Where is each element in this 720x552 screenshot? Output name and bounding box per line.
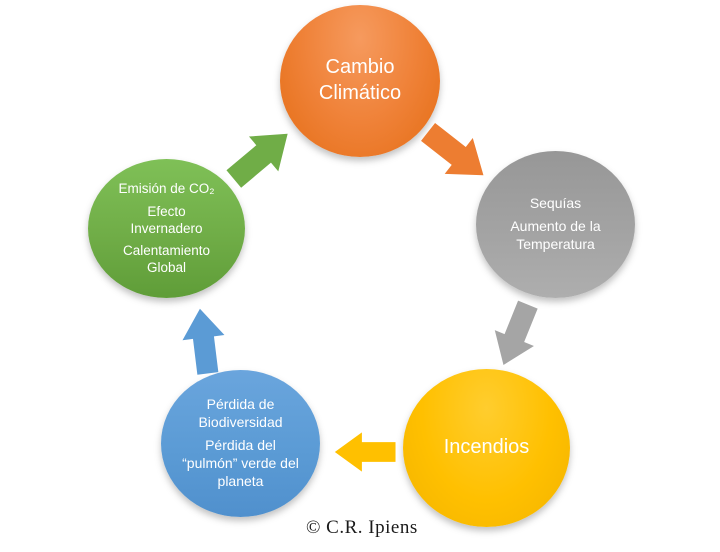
node-perdida-biodiversidad: Pérdida de Biodiversidad Pérdida del “pu… [161,370,320,517]
arrow-sequias-to-incendios-icon [494,300,538,366]
node-label: Incendios [443,436,530,459]
arrow-emision-to-cambio-icon [226,133,288,188]
node-incendios-text: Incendios [417,430,557,466]
node-label: Pérdida del “pulmón” verde del planeta [182,437,299,489]
arrow-shape [421,122,484,176]
node-label: Emisión de CO₂ [118,181,215,197]
node-label: Cambio Climático [318,56,402,104]
node-cambio-climatico-text: Cambio Climático [295,50,425,111]
arrow-shape [334,432,396,472]
copyright-text: © C.R. Ipiens [306,517,418,538]
node-perdida-biodiversidad-text: Pérdida de Biodiversidad Pérdida del “pu… [179,391,303,496]
node-sequias: Sequías Aumento de la Temperatura [476,151,635,298]
arrow-cambio-to-sequias-icon [421,122,484,176]
arrow-shape [494,300,538,366]
arrow-shape [226,133,288,188]
node-label: Pérdida de Biodiversidad [198,396,283,431]
node-label: Efecto Invernadero [130,203,203,236]
node-sequias-text: Sequías Aumento de la Temperatura [493,190,619,259]
arrow-biodiversidad-to-emision-icon [182,308,225,375]
arrow-incendios-to-biodiversidad-icon [334,432,396,472]
node-label: Aumento de la Temperatura [510,218,601,252]
node-emision-co2: Emisión de CO₂ Efecto Invernadero Calent… [88,159,245,298]
node-incendios: Incendios [403,369,570,527]
node-label: Calentamiento Global [122,243,211,276]
node-label: Sequías [529,195,582,212]
node-cambio-climatico: Cambio Climático [280,5,440,157]
arrow-shape [182,308,225,375]
node-emision-co2-text: Emisión de CO₂ Efecto Invernadero Calent… [111,175,223,281]
